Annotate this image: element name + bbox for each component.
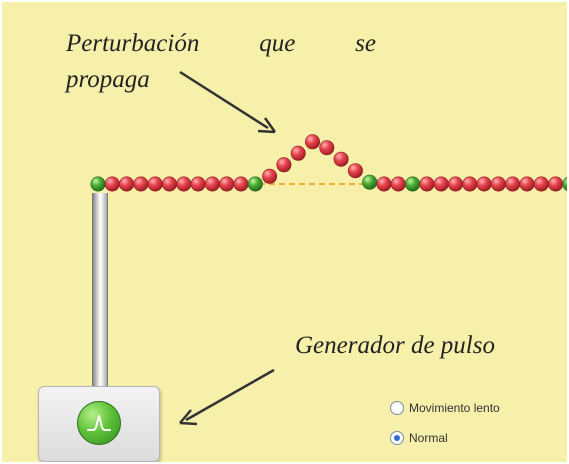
normal-label: Normal (409, 431, 448, 445)
bead (333, 151, 349, 167)
bead-marker (562, 177, 567, 191)
arrow-to-generator (179, 368, 275, 426)
generator-annotation: Generador de pulso (295, 332, 495, 359)
bead (390, 176, 406, 192)
bead (490, 176, 506, 192)
bead (462, 176, 478, 192)
bead (262, 168, 278, 184)
normal-radio[interactable] (390, 431, 404, 445)
slow-motion-label: Movimiento lento (409, 401, 500, 415)
bead (319, 140, 335, 156)
bead (119, 176, 135, 192)
arrow-to-pulse (179, 70, 277, 134)
bead (176, 176, 192, 192)
bead (447, 176, 463, 192)
bead (519, 176, 535, 192)
bead (476, 176, 492, 192)
bead (133, 176, 149, 192)
pulse-generator (38, 386, 160, 462)
bead (190, 176, 206, 192)
bead (419, 176, 435, 192)
bead (347, 163, 363, 179)
bead (204, 176, 220, 192)
bead (233, 176, 249, 192)
bead (376, 176, 392, 192)
speed-options: Movimiento lento Normal (390, 400, 500, 446)
bead (505, 176, 521, 192)
bead-marker (405, 176, 421, 192)
bead (147, 176, 163, 192)
bead (162, 176, 178, 192)
bead-string (90, 134, 567, 192)
propagation-word-1: Perturbación (66, 30, 200, 57)
bead (219, 176, 235, 192)
slow-motion-radio[interactable] (390, 401, 404, 415)
propagation-word-3: se (355, 30, 376, 57)
bead (548, 176, 564, 192)
option-normal[interactable]: Normal (390, 430, 500, 446)
bead (290, 145, 306, 161)
bead (433, 176, 449, 192)
pulse-button[interactable] (77, 401, 121, 445)
bead (304, 134, 320, 150)
bead (533, 176, 549, 192)
propagation-word-2: que (259, 30, 296, 57)
bead (104, 176, 120, 192)
propagation-annotation-line-2: propaga (66, 66, 150, 93)
pulse-icon (87, 415, 111, 431)
bead (276, 157, 292, 173)
propagation-annotation-line-1: Perturbación que se (66, 31, 376, 56)
bead-marker (362, 174, 378, 190)
support-pole (92, 193, 108, 393)
option-slow-motion[interactable]: Movimiento lento (390, 400, 500, 416)
bead-marker (247, 176, 263, 192)
bead-marker (90, 176, 106, 192)
